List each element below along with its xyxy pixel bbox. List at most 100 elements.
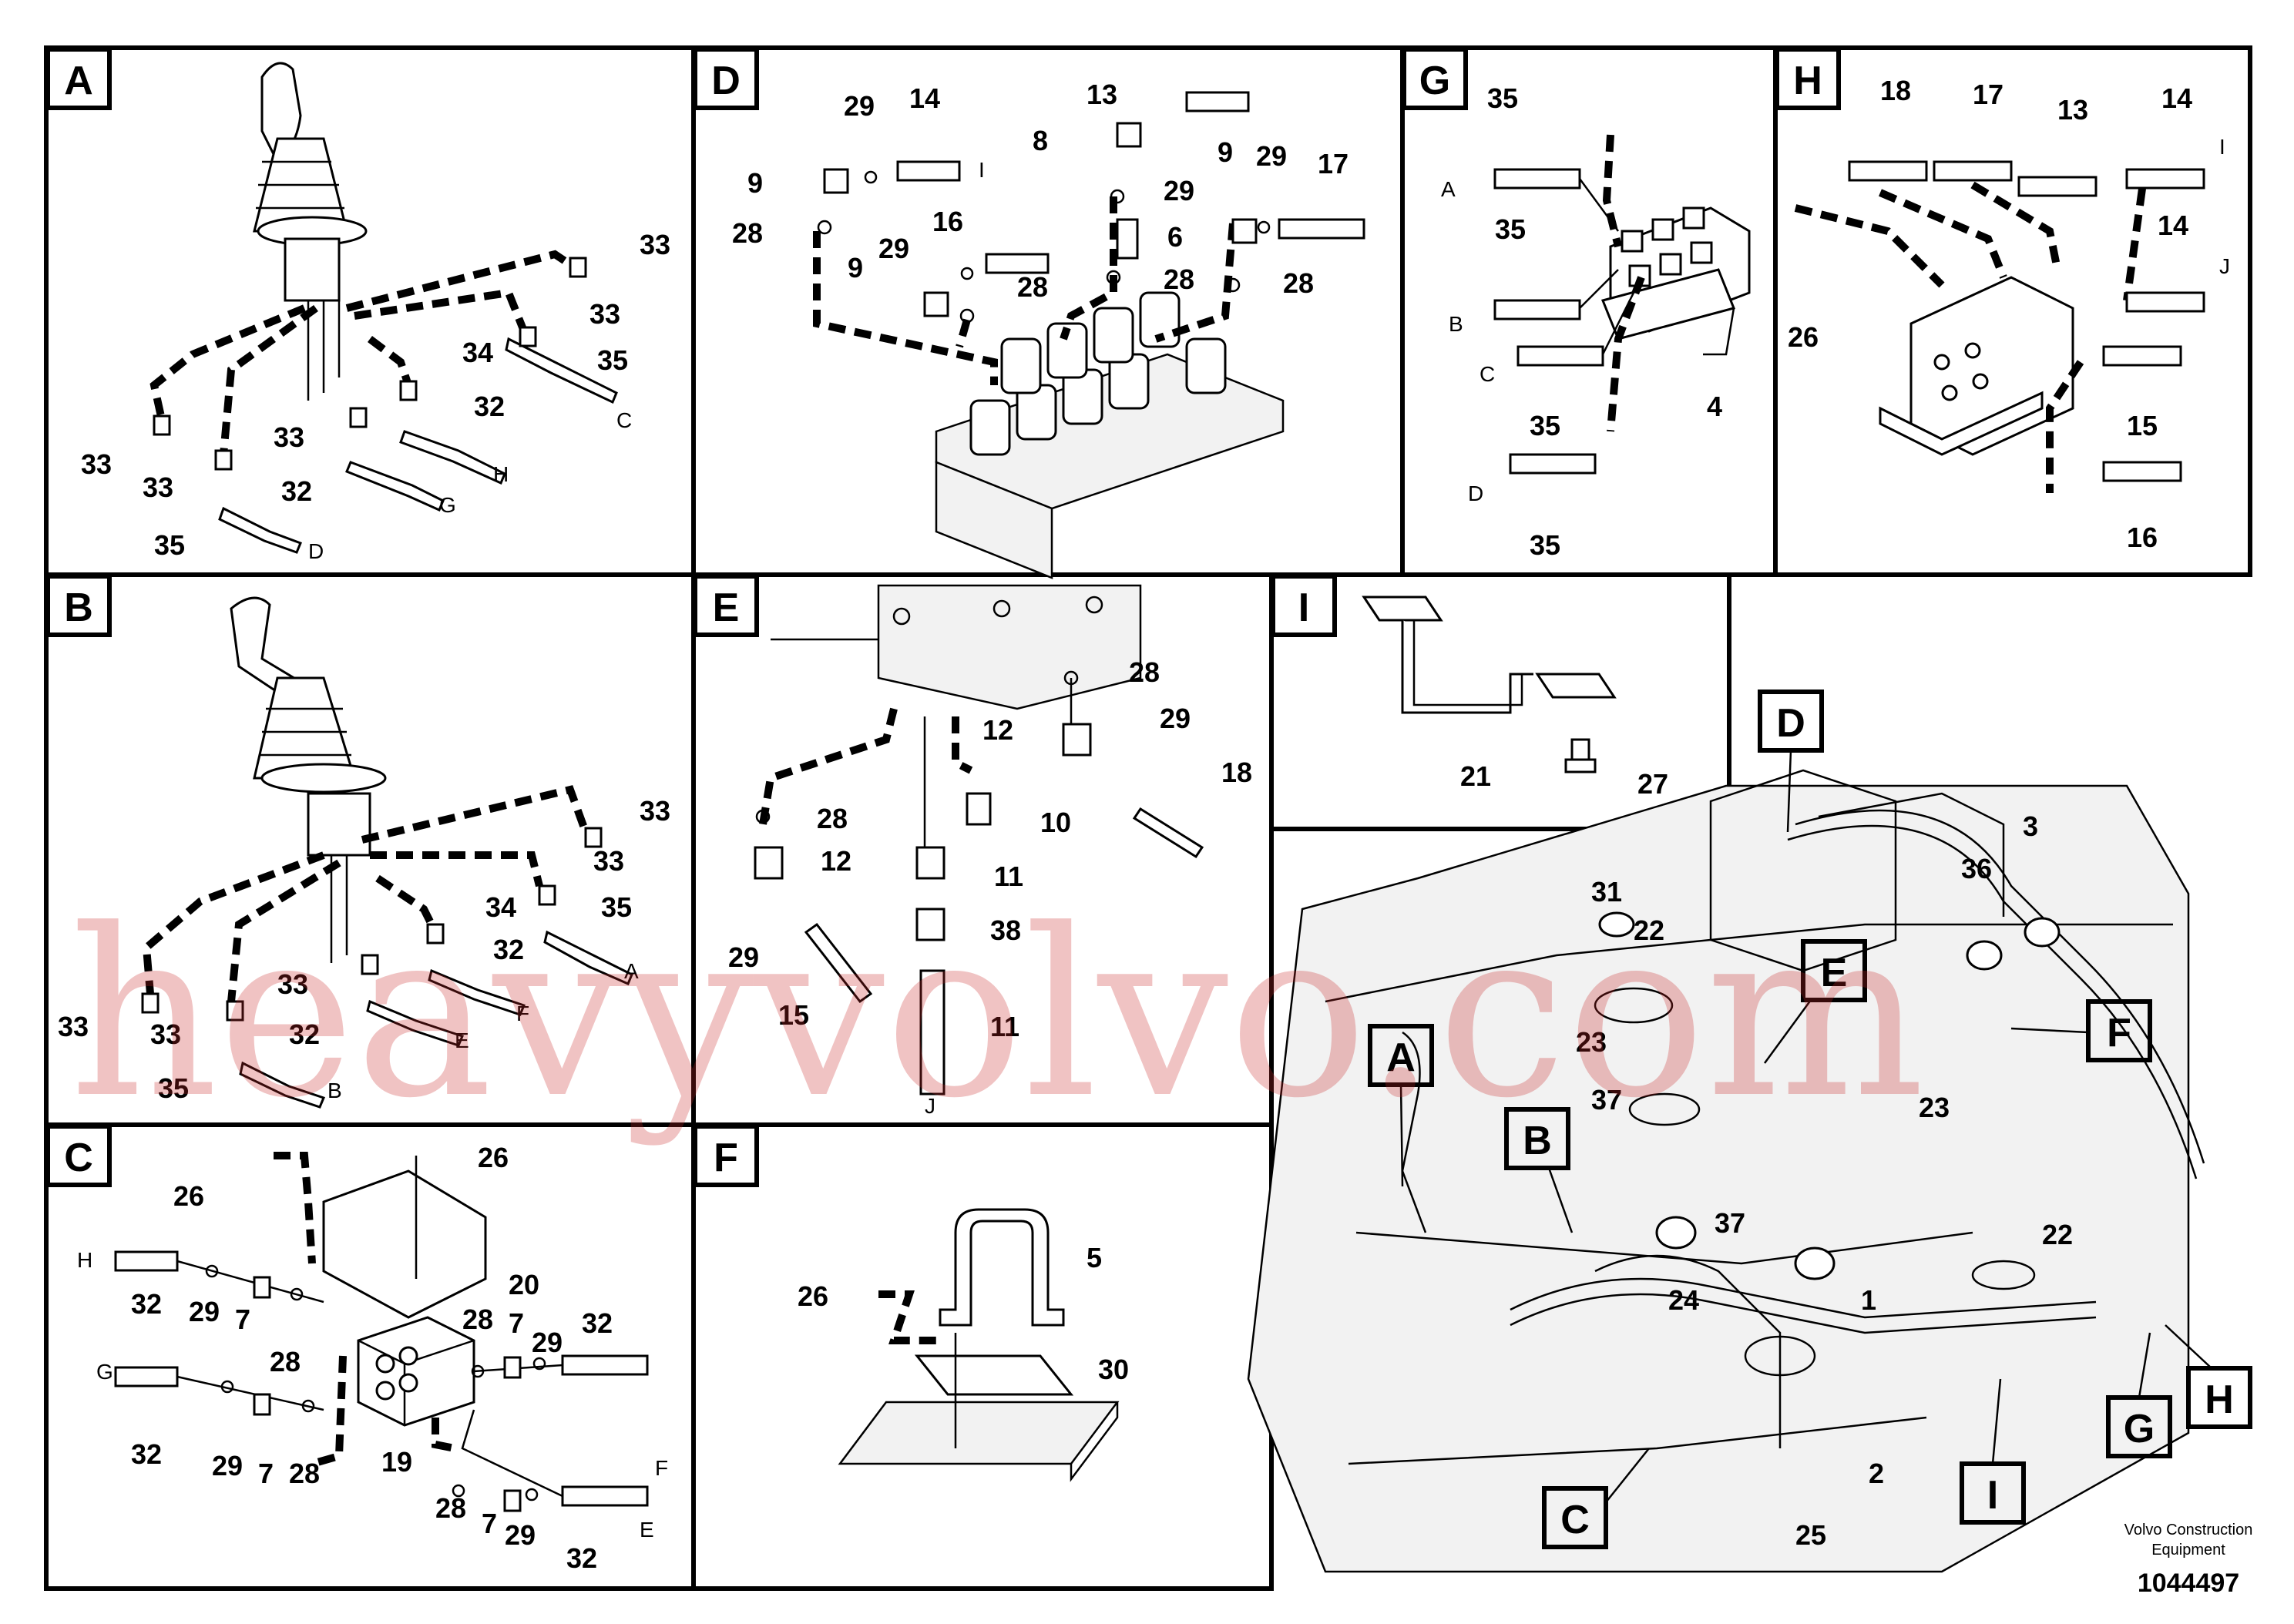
panel-d-drawing: 29 14 13 8 9 28 29 6 16 9 29 28 28 9 29 … — [732, 79, 1365, 579]
callout-number: 15 — [2127, 410, 2158, 441]
callout-number: 29 — [1160, 703, 1191, 734]
callout-number: 33 — [640, 795, 670, 827]
callout-number: B — [64, 586, 93, 630]
callout-number: H — [2205, 1377, 2234, 1422]
panel-label-F: F — [693, 1124, 759, 1187]
callout-number: A — [1386, 1035, 1416, 1080]
callout-number: 33 — [274, 421, 304, 453]
callout-number: F — [2107, 1011, 2131, 1055]
callout-number: C — [64, 1136, 93, 1180]
callout-number: 29 — [844, 90, 875, 122]
callout-number: 32 — [131, 1288, 162, 1320]
callout-number: 38 — [990, 914, 1021, 946]
watermark-text: heavyvolvo.com — [69, 880, 1925, 1149]
callout-number: 26 — [798, 1280, 828, 1312]
panel-g-drawing: 35 35 35 4 35 A B C D — [1441, 82, 1751, 561]
hose-end-label: B — [1449, 312, 1463, 336]
panel-label-A: A — [45, 47, 112, 110]
callout-number: E — [713, 586, 740, 630]
callout-number: 33 — [277, 968, 308, 1000]
callout-number: 8 — [1033, 125, 1048, 156]
hose-end-label: I — [2219, 135, 2225, 159]
callout-number: 34 — [462, 337, 493, 368]
callout-number: 26 — [173, 1180, 204, 1212]
hose-end-label: B — [327, 1079, 342, 1102]
callout-number: 9 — [1218, 136, 1233, 168]
callout-number: 35 — [601, 891, 632, 923]
callout-number: 32 — [289, 1018, 320, 1050]
callout-number: 4 — [1707, 391, 1722, 422]
joystick-a — [253, 62, 368, 401]
hose-end-label: J — [925, 1094, 935, 1118]
callout-number: 23 — [1576, 1026, 1607, 1058]
callout-number: 32 — [566, 1542, 597, 1574]
callout-number: 35 — [154, 529, 185, 561]
callout-number: 37 — [1591, 1084, 1622, 1116]
callout-number: 28 — [462, 1304, 493, 1335]
callout-number: 28 — [1164, 263, 1194, 295]
callout-number: 35 — [1487, 82, 1518, 114]
callout-number: 31 — [1591, 876, 1622, 908]
panel-h-drawing: 18 17 13 14 14 26 15 16 I J — [1788, 75, 2230, 553]
overview-drawing: 31 22 36 3 23 37 37 24 23 1 22 2 25 D E … — [1247, 690, 2252, 1573]
callout-number: 32 — [281, 475, 312, 507]
callout-number: 20 — [509, 1269, 539, 1300]
callout-number: 13 — [1087, 79, 1117, 110]
hose-end-label: G — [96, 1360, 113, 1384]
hose-end-label: G — [439, 493, 456, 517]
callout-number: 28 — [1283, 267, 1314, 299]
callout-number: 33 — [640, 229, 670, 260]
callout-number: 33 — [143, 471, 173, 503]
callout-number: 18 — [1221, 757, 1252, 788]
callout-number: 23 — [1919, 1092, 1950, 1123]
callout-number: 33 — [58, 1011, 89, 1042]
callout-number: 16 — [932, 206, 963, 237]
callout-number: 16 — [2127, 522, 2158, 553]
callout-number: 29 — [1164, 175, 1194, 206]
callout-number: 19 — [381, 1446, 412, 1478]
overview-marker-I: I — [1960, 1378, 2026, 1525]
hose-end-label: C — [616, 408, 632, 432]
callout-number: 32 — [131, 1438, 162, 1470]
joystick-b — [230, 596, 387, 963]
panel-a-drawing: 33 33 34 35 32 33 32 33 33 35 C H G D — [81, 62, 670, 563]
callout-number: 14 — [2158, 210, 2188, 241]
callout-number: F — [714, 1136, 738, 1180]
overview-marker-D: D — [1758, 690, 1824, 833]
callout-number: 24 — [1668, 1284, 1699, 1316]
overview-marker-A: A — [1368, 1024, 1434, 1187]
callout-number: 28 — [1017, 271, 1048, 303]
callout-number: 12 — [821, 845, 851, 877]
callout-number: 28 — [270, 1346, 301, 1377]
overview-marker-H: H — [2165, 1324, 2252, 1429]
callout-number: 7 — [258, 1458, 274, 1489]
callout-number: 21 — [1460, 760, 1491, 792]
callout-number: 33 — [593, 845, 624, 877]
callout-number: 28 — [817, 803, 848, 834]
callout-number: 22 — [2042, 1219, 2073, 1250]
callout-number: 29 — [728, 941, 759, 973]
callout-number: 35 — [1530, 529, 1560, 561]
callout-number: 33 — [150, 1018, 181, 1050]
callout-number: 12 — [982, 714, 1013, 746]
callout-number: 29 — [532, 1327, 563, 1358]
callout-number: I — [1298, 586, 1309, 630]
hose-end-label: A — [1441, 177, 1456, 201]
callout-number: 37 — [1715, 1207, 1745, 1239]
callout-number: 28 — [1129, 656, 1160, 688]
panel-i-drawing: 21 27 — [1362, 596, 1668, 800]
callout-number: 9 — [848, 252, 863, 284]
panel-c-drawing: 26 26 20 28 7 29 32 32 29 7 28 19 28 7 2… — [77, 1142, 668, 1574]
callout-number: 22 — [1634, 914, 1664, 946]
hose-end-label: A — [624, 959, 639, 983]
callout-number: I — [1987, 1473, 1998, 1518]
callout-number: 7 — [235, 1304, 250, 1335]
callout-number: 35 — [1495, 213, 1526, 245]
overview-marker-E: E — [1763, 939, 1867, 1064]
panel-label-E: E — [693, 574, 759, 637]
callout-number: 6 — [1167, 221, 1183, 253]
callout-number: G — [1419, 59, 1450, 103]
panel-e-drawing: 28 12 29 18 28 10 12 11 38 29 15 11 J — [728, 584, 1252, 1118]
figure-id: 1044497 — [2138, 1569, 2239, 1598]
